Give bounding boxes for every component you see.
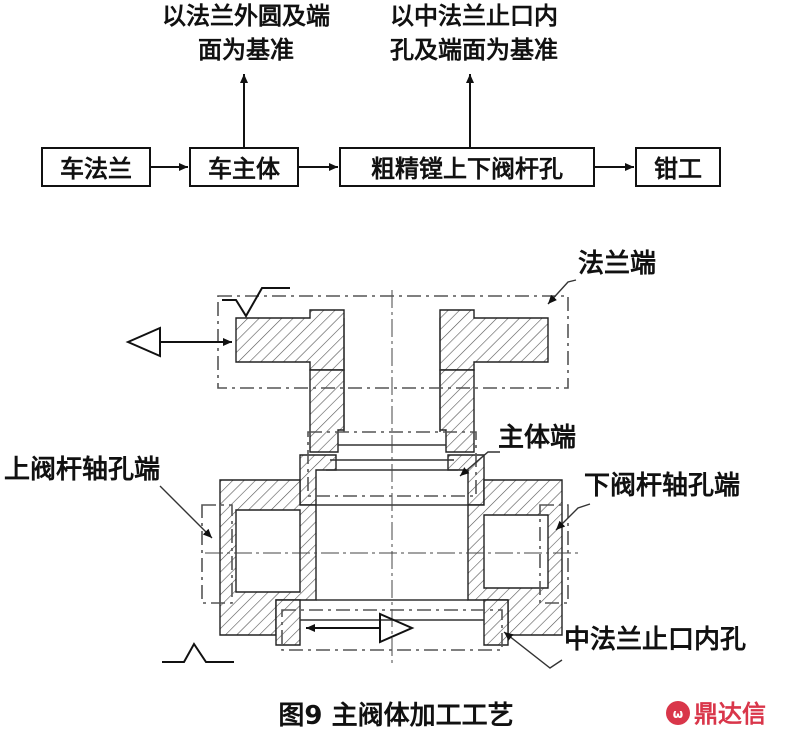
upper-stem-end-box xyxy=(201,504,233,604)
lower-stem-hole-end-label: 下阀杆轴孔端 xyxy=(584,471,740,501)
middle-flange-bore-label: 中法兰止口内孔 xyxy=(564,625,746,655)
valve-body-section xyxy=(125,287,580,665)
upper-stem-hole-end-label: 上阀杆轴孔端 xyxy=(4,455,160,485)
body-shoulder-left xyxy=(299,454,337,506)
upper-stem-bore xyxy=(235,509,301,593)
middle-flange-basis-note-line2: 孔及端面为基准 xyxy=(390,36,558,64)
figure-caption: 图9 主阀体加工工艺 xyxy=(278,701,513,731)
flow-step-fitter: 钳工 xyxy=(635,147,721,187)
neck-right-wall xyxy=(439,369,475,453)
flow-step-bore-stem-holes: 粗精镗上下阀杆孔 xyxy=(339,147,595,187)
lower-stem-end-box xyxy=(539,504,569,604)
flow-step-turn-body: 车主体 xyxy=(189,147,299,187)
body-end-label: 主体端 xyxy=(498,423,576,453)
watermark-text: 鼎达信 xyxy=(694,700,766,728)
flange-end-label: 法兰端 xyxy=(578,249,656,279)
watermark-logo: ω 鼎达信 xyxy=(666,700,766,728)
flow-step-label: 车主体 xyxy=(208,155,281,183)
lower-stem-bore xyxy=(483,514,549,589)
locating-triangle-bottom xyxy=(379,612,415,644)
body-shoulder-right xyxy=(447,454,485,506)
flow-step-label: 车法兰 xyxy=(60,155,132,183)
middle-flange-basis-note-line1: 以中法兰止口内 xyxy=(390,2,558,30)
flange-basis-note: 以法兰外圆及端 面为基准 xyxy=(162,2,330,64)
body-end-box xyxy=(307,431,477,497)
surface-finish-symbol xyxy=(162,642,234,663)
flange-basis-note-line2: 面为基准 xyxy=(198,36,294,64)
middle-flange-basis-note: 以中法兰止口内 孔及端面为基准 xyxy=(390,2,558,64)
flange-left-wing xyxy=(235,309,345,371)
bottom-flange-left xyxy=(275,599,301,646)
middle-flange-bore-box xyxy=(281,609,503,651)
surface-finish-symbol xyxy=(222,287,290,318)
bottom-flange-right xyxy=(483,599,509,646)
svg-text:ω: ω xyxy=(673,707,683,721)
watermark-logo-icon xyxy=(666,701,690,725)
neck-left-wall xyxy=(309,369,345,453)
locating-triangle-left xyxy=(125,326,161,358)
flange-basis-note-line1: 以法兰外圆及端 xyxy=(162,2,330,30)
flow-step-turn-flange: 车法兰 xyxy=(41,147,151,187)
flange-right-wing xyxy=(439,309,549,371)
flow-step-label: 钳工 xyxy=(654,155,702,183)
flow-step-label: 粗精镗上下阀杆孔 xyxy=(371,155,563,183)
